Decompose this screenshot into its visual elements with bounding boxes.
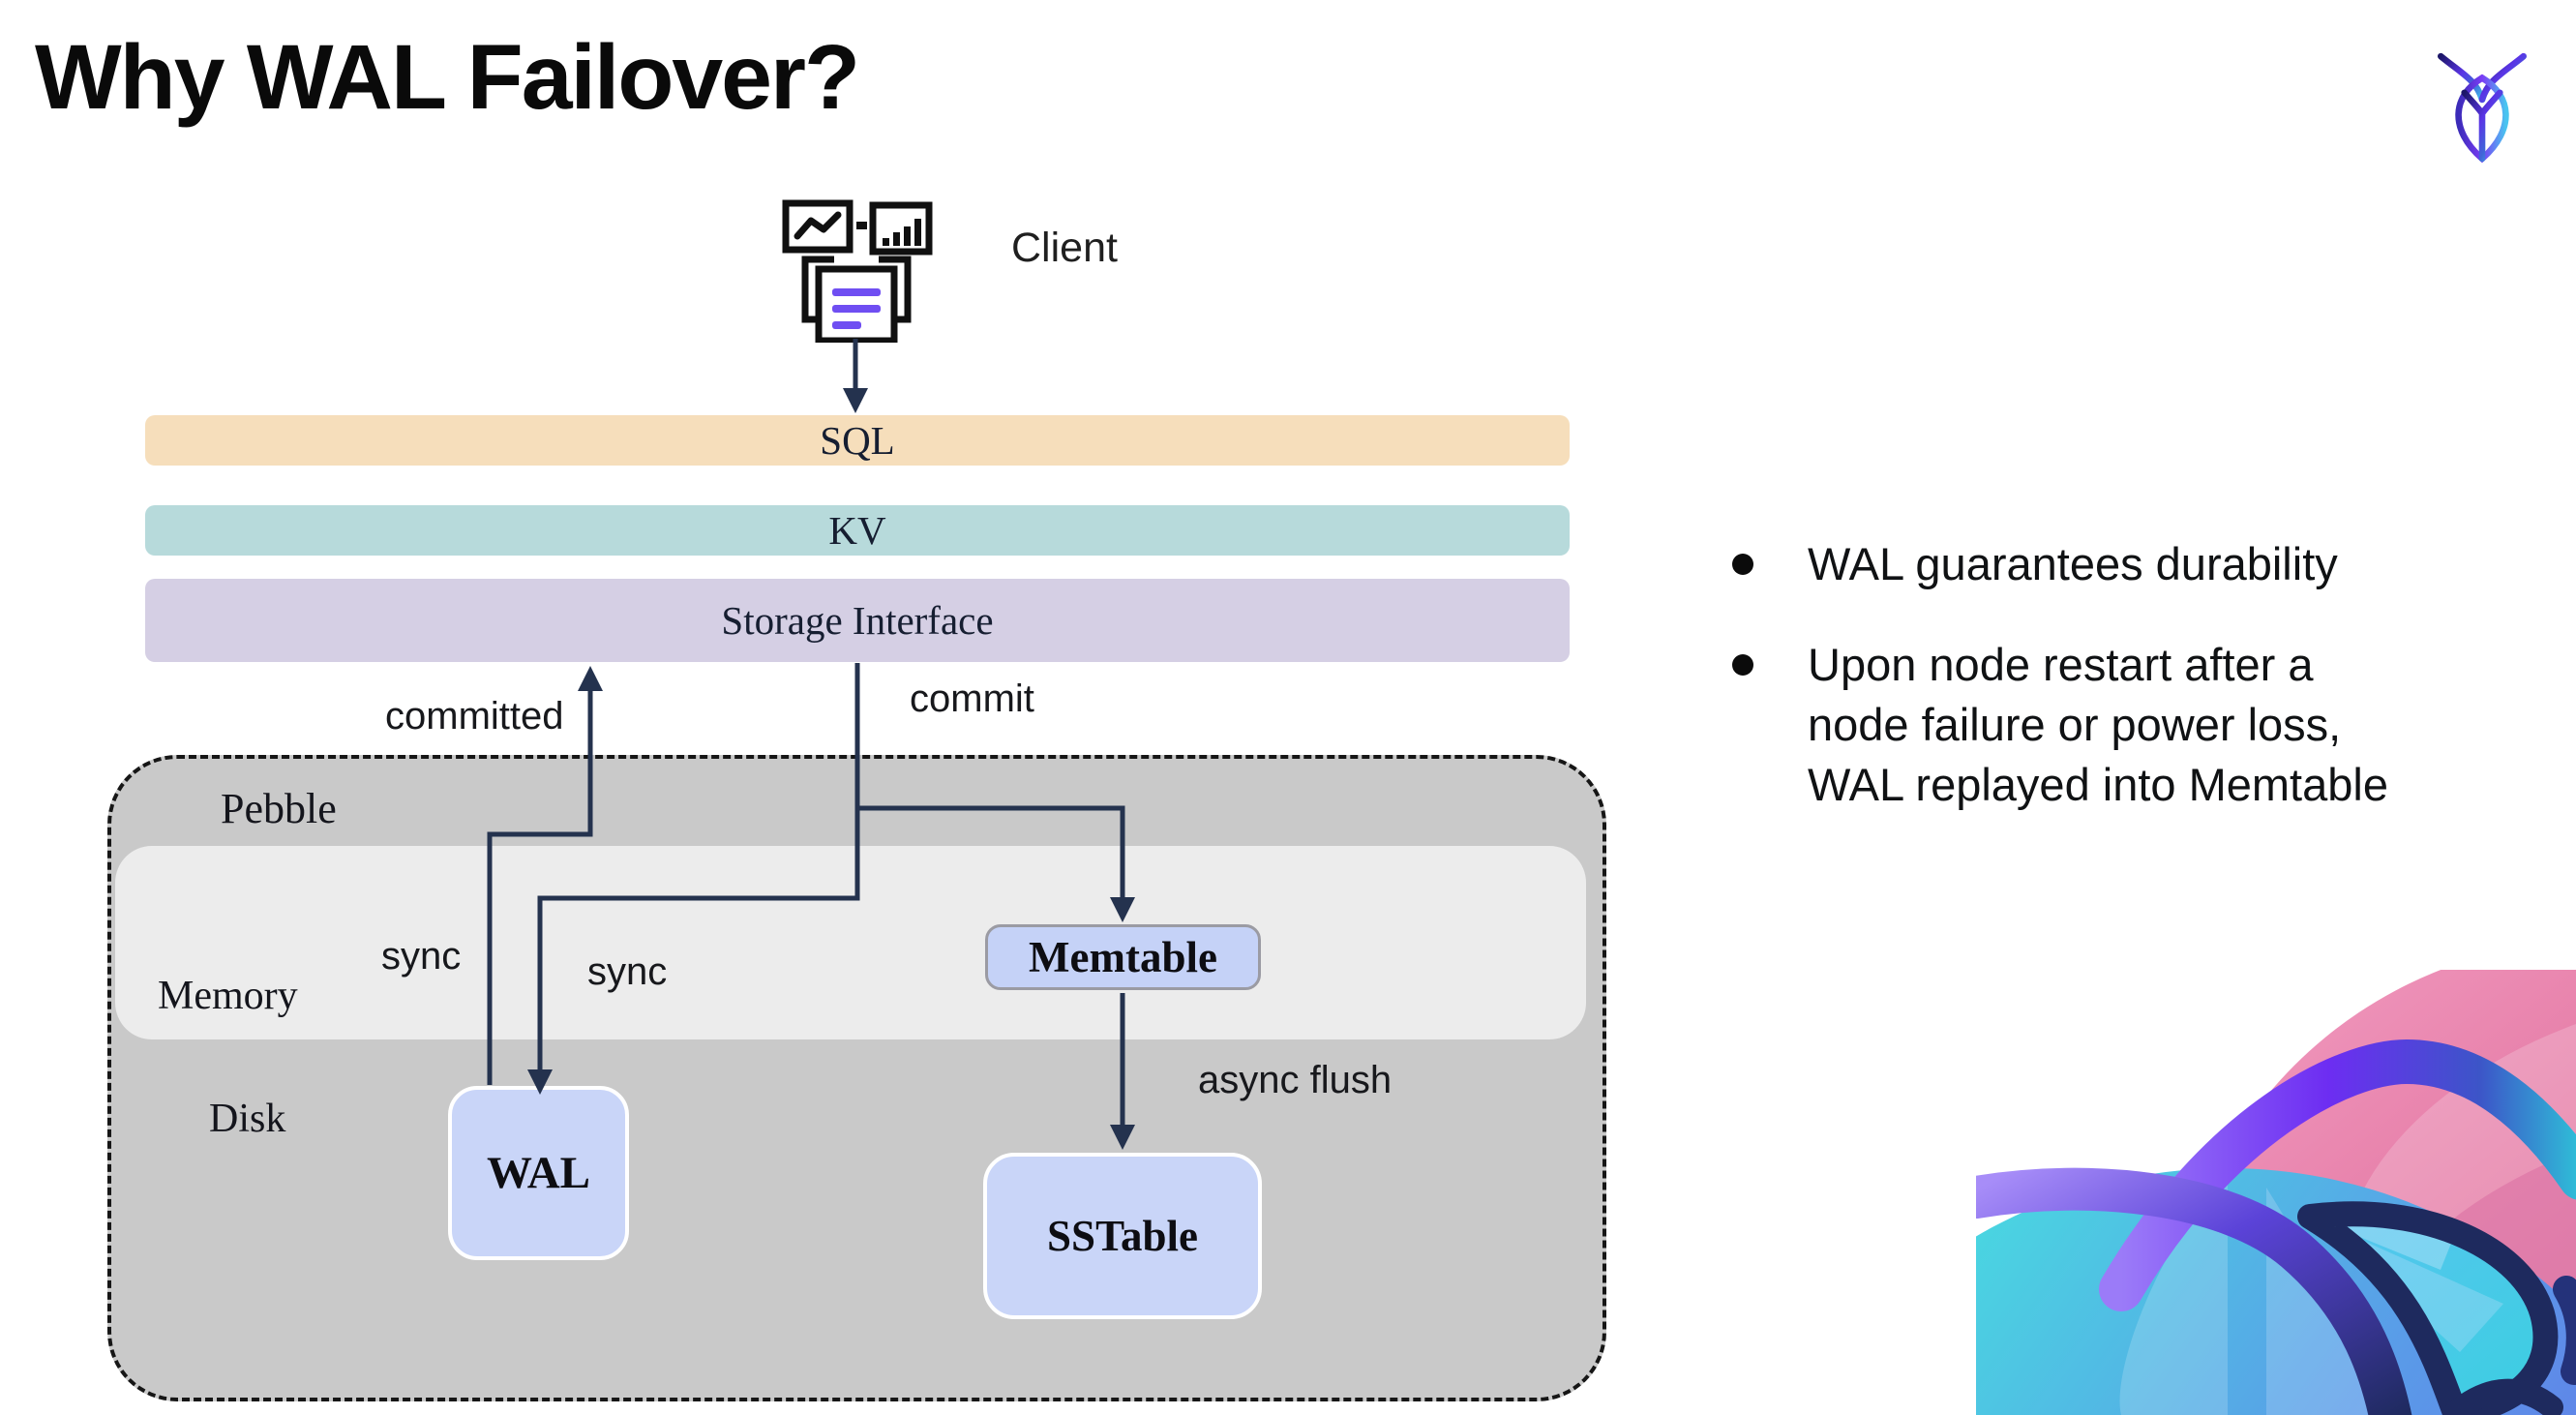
layer-sql: SQL [145,415,1570,466]
cockroachdb-logo-icon [2437,52,2528,164]
bullet-dot-icon [1732,654,1753,676]
edge-label-committed: committed [385,695,564,738]
layer-storage-interface: Storage Interface [145,579,1570,662]
bullet-text: WAL guarantees durability [1808,538,2338,589]
disk-label: Disk [209,1097,286,1141]
page-title: Why WAL Failover? [35,26,860,129]
edge-label-async-flush: async flush [1198,1059,1393,1101]
document-lines-glyph [832,288,881,329]
edge-label-sync-left: sync [381,935,462,978]
edge-label-sync-right: sync [587,950,668,993]
memory-band [115,846,1586,1039]
wal-node: WAL [448,1086,629,1260]
list-item: Upon node restart after a node failure o… [1713,635,2564,815]
pebble-label: Pebble [221,785,337,832]
list-item: WAL guarantees durability [1713,534,2564,594]
memtable-node: Memtable [985,924,1261,990]
layer-kv: KV [145,505,1570,556]
client-label: Client [1011,225,1118,271]
bullet-dot-icon [1732,554,1753,575]
memory-label: Memory [158,974,298,1018]
bullet-list: WAL guarantees durability Upon node rest… [1713,534,2564,815]
bar-chart-glyph [883,219,921,246]
client-icon [782,199,933,343]
edge-label-commit: commit [910,677,1034,720]
bullet-text: Upon node restart after a node failure o… [1808,639,2388,810]
brand-graphic [1976,970,2576,1415]
sstable-node: SSTable [983,1153,1262,1319]
